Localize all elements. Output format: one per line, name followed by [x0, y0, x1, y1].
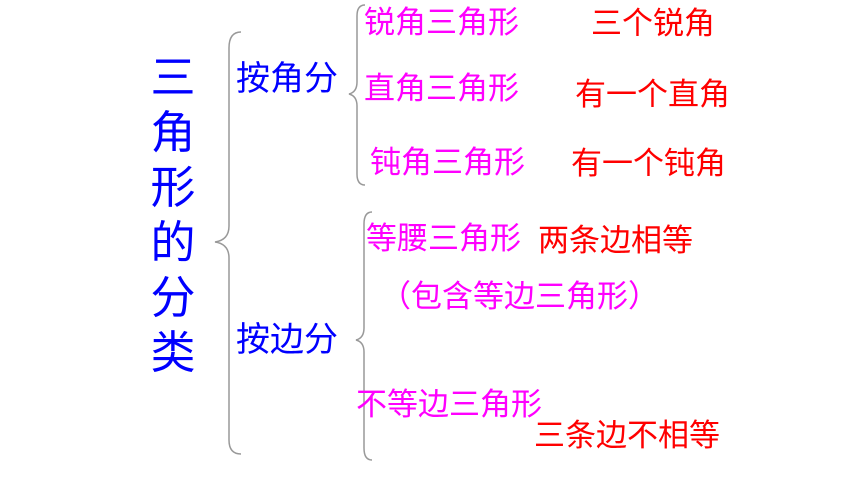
scalene-triangle-label: 不等边三角形 — [356, 387, 542, 423]
root-char: 形 — [150, 161, 196, 214]
scalene-triangle-desc: 三条边不相等 — [534, 418, 720, 454]
acute-triangle-desc: 三个锐角 — [591, 6, 715, 42]
acute-triangle-label: 锐角三角形 — [364, 5, 519, 41]
right-triangle-label: 直角三角形 — [364, 71, 519, 107]
root-char: 角 — [150, 106, 196, 159]
right-triangle-desc: 有一个直角 — [575, 77, 730, 113]
isosceles-triangle-desc: 两条边相等 — [538, 223, 693, 259]
root-title: 三 角 形 的 分 类 — [150, 50, 196, 380]
obtuse-triangle-label: 钝角三角形 — [370, 145, 525, 181]
root-char: 三 — [150, 51, 196, 104]
angle-category-label: 按角分 — [236, 59, 338, 99]
side-category-label: 按边分 — [236, 320, 338, 360]
root-char: 分 — [150, 271, 196, 324]
angle-brace — [348, 4, 366, 186]
isosceles-triangle-label: 等腰三角形 — [366, 221, 521, 257]
obtuse-triangle-desc: 有一个钝角 — [571, 146, 726, 182]
root-char: 类 — [150, 326, 196, 379]
root-char: 的 — [150, 216, 196, 269]
isosceles-triangle-note: （包含等边三角形） — [380, 279, 659, 315]
